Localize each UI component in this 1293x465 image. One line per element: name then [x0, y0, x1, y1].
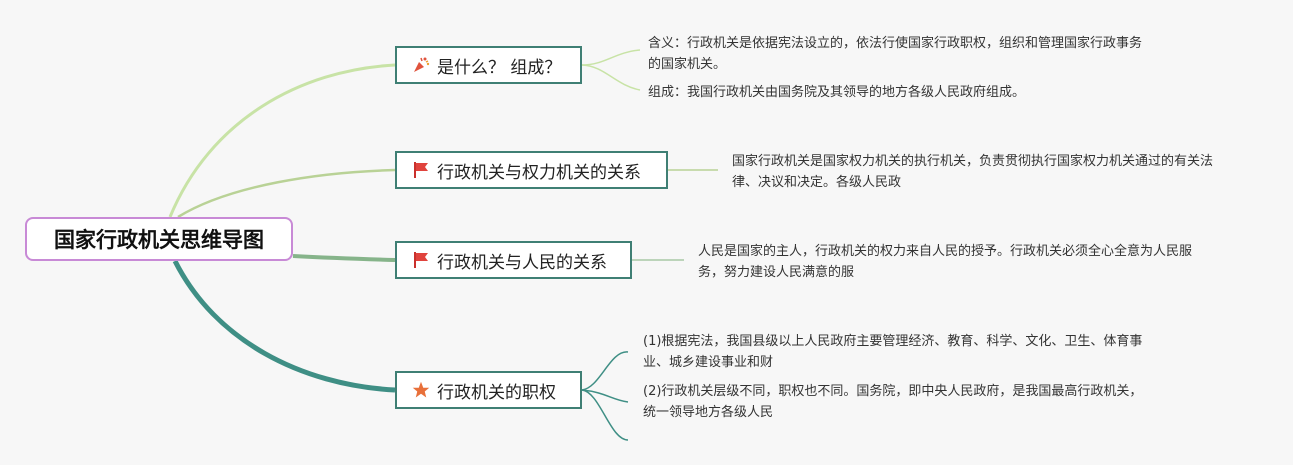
- confetti-icon: [411, 55, 431, 75]
- note-line-4a: [581, 351, 629, 391]
- note-line-4b: [581, 389, 629, 403]
- star-icon: [411, 380, 431, 400]
- topic-admin-power-relation[interactable]: 行政机关与权力机关的关系: [395, 151, 668, 189]
- note-definition: 含义：行政机关是依据宪法设立的，依法行使国家行政职权，组织和管理国家行政事务的国…: [648, 36, 1143, 72]
- topic-admin-powers[interactable]: 行政机关的职权: [395, 371, 582, 409]
- topic-label: 行政机关与人民的关系: [437, 252, 607, 273]
- topic-label: 行政机关的职权: [437, 382, 556, 403]
- topic-what-is[interactable]: 是什么？ 组成？: [395, 46, 582, 84]
- branch-line-3: [292, 254, 396, 262]
- note-power-levels: (2)行政机关层级不同，职权也不同。国务院，即中央人民政府，是我国最高行政机关，…: [643, 384, 1143, 420]
- root-node[interactable]: 国家行政机关思维导图: [25, 217, 293, 261]
- note-serve-people: 人民是国家的主人，行政机关的权力来自人民的授予。行政机关必须全心全意为人民服务，…: [698, 244, 1193, 280]
- topic-admin-people-relation[interactable]: 行政机关与人民的关系: [395, 241, 632, 279]
- note-power-constitution: (1)根据宪法，我国县级以上人民政府主要管理经济、教育、科学、文化、卫生、体育事…: [643, 334, 1143, 370]
- note-line-1b: [581, 64, 641, 91]
- topic-label: 行政机关与权力机关的关系: [437, 162, 641, 183]
- branch-line-2: [177, 168, 396, 219]
- topic-label: 是什么？ 组成？: [437, 57, 562, 78]
- note-line-4c: [581, 389, 629, 441]
- note-executive-organ: 国家行政机关是国家权力机关的执行机关，负责贯彻执行国家权力机关通过的有关法律、决…: [732, 154, 1214, 190]
- branch-line-1: [168, 63, 396, 218]
- note-line-1a: [581, 49, 641, 66]
- note-composition: 组成：我国行政机关由国务院及其领导的地方各级人民政府组成。: [648, 85, 1026, 100]
- branch-line-4: [172, 259, 396, 393]
- root-title: 国家行政机关思维导图: [54, 228, 264, 252]
- red-flag-icon: [411, 160, 431, 180]
- red-flag-icon: [411, 250, 431, 270]
